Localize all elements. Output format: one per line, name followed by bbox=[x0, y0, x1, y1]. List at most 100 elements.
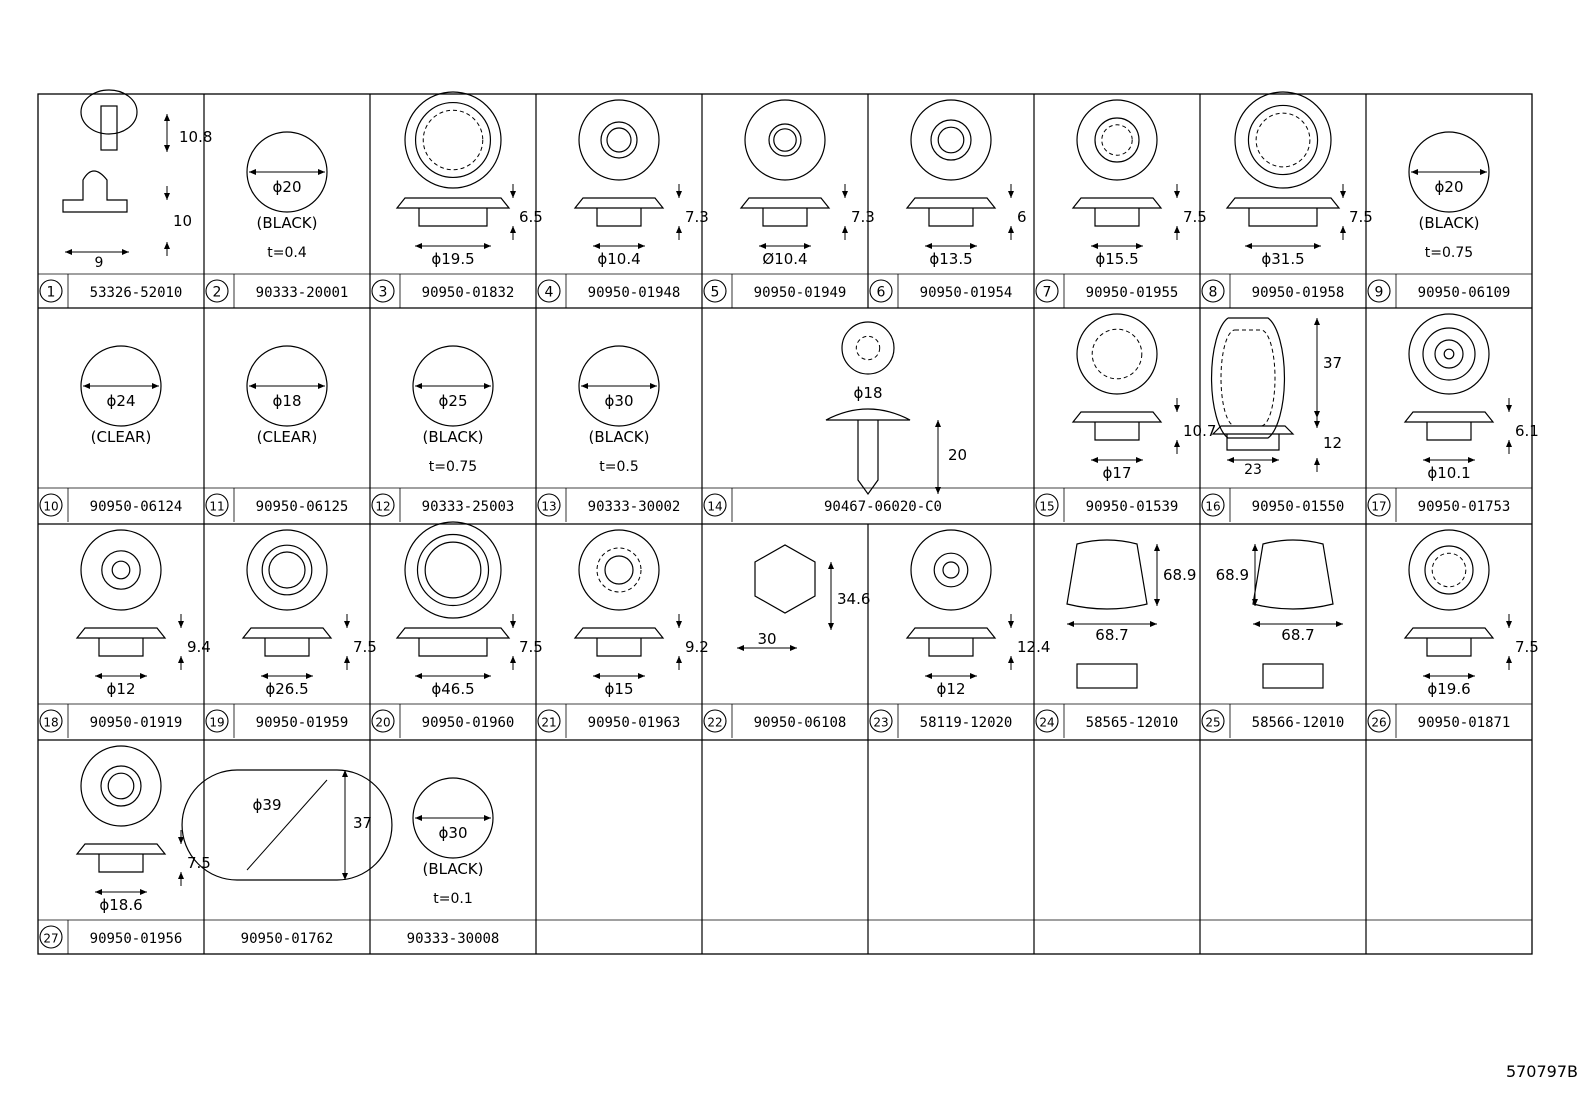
item-number-circle bbox=[205, 279, 229, 303]
item-number: 15 bbox=[1039, 500, 1054, 514]
color-label: (BLACK) bbox=[422, 428, 483, 446]
outline-path bbox=[510, 621, 516, 628]
outline-rect bbox=[1262, 663, 1324, 689]
dimension-label: ϕ31.5 bbox=[1261, 250, 1304, 268]
outline-path bbox=[928, 208, 974, 227]
part-number: 90950-01958 bbox=[1252, 285, 1345, 301]
item-number: 3 bbox=[379, 285, 388, 301]
outline-circle bbox=[933, 552, 969, 588]
outline-circle bbox=[424, 541, 482, 599]
outline-circle bbox=[1076, 313, 1158, 395]
dimension-label: 20 bbox=[948, 446, 967, 464]
item-number: 27 bbox=[43, 932, 58, 946]
outline-circle bbox=[80, 745, 162, 827]
outline-path bbox=[1252, 544, 1258, 606]
outline-path bbox=[1174, 191, 1180, 198]
dimension-label: 7.5 bbox=[1183, 208, 1207, 226]
outline-circle bbox=[422, 109, 484, 171]
item-number: 11 bbox=[209, 500, 224, 514]
part-number: 90950-06124 bbox=[90, 499, 183, 515]
dimension-label: ϕ13.5 bbox=[929, 250, 972, 268]
outline-path bbox=[905, 627, 997, 639]
outline-path bbox=[264, 638, 310, 657]
dimension-label: 10.8 bbox=[179, 128, 212, 146]
outline-path bbox=[573, 627, 665, 639]
outline-circle bbox=[604, 555, 634, 585]
item-number: 10 bbox=[43, 500, 58, 514]
outline-circle bbox=[80, 345, 162, 427]
dimension-label: 12.4 bbox=[1017, 638, 1050, 656]
outline-path bbox=[1314, 458, 1320, 465]
outline-path bbox=[75, 843, 167, 855]
thickness-label: t=0.1 bbox=[433, 891, 472, 907]
part-number: 90950-01753 bbox=[1418, 499, 1511, 515]
outline-circle bbox=[578, 529, 660, 611]
color-label: (BLACK) bbox=[588, 428, 649, 446]
part-number: 90950-01963 bbox=[588, 715, 681, 731]
outline-circle bbox=[261, 544, 313, 596]
item-number-circle bbox=[371, 279, 395, 303]
outline-circle bbox=[101, 550, 141, 590]
outline-path bbox=[395, 197, 511, 209]
outline-path bbox=[1066, 539, 1148, 610]
outline-path bbox=[762, 208, 808, 227]
outline-circle bbox=[841, 321, 895, 375]
dimension-label: 68.7 bbox=[1281, 626, 1314, 644]
outline-circle bbox=[937, 126, 965, 154]
item-number: 24 bbox=[1039, 716, 1054, 730]
outline-circle bbox=[1422, 327, 1476, 381]
dimension-label: 6 bbox=[1017, 208, 1027, 226]
item-number-circle bbox=[869, 279, 893, 303]
dimension-label: ϕ30 bbox=[439, 824, 468, 842]
outline-circle bbox=[578, 99, 660, 181]
part-number: 90333-30002 bbox=[588, 499, 681, 515]
outline-path bbox=[1071, 197, 1163, 209]
item-number-circle bbox=[537, 709, 561, 733]
outline-circle bbox=[268, 551, 306, 589]
dimension-label: 68.9 bbox=[1163, 566, 1196, 584]
outline-path bbox=[1226, 434, 1280, 451]
outline-path bbox=[1340, 226, 1346, 233]
outline-circle bbox=[1408, 131, 1490, 213]
thickness-label: t=0.75 bbox=[1425, 245, 1473, 261]
part-number: 90950-01955 bbox=[1086, 285, 1179, 301]
item-number: 2 bbox=[213, 285, 222, 301]
item-number-circle bbox=[869, 709, 893, 733]
outline-path bbox=[510, 656, 516, 663]
color-label: (BLACK) bbox=[422, 860, 483, 878]
item-number: 5 bbox=[711, 285, 720, 301]
part-number: 53326-52010 bbox=[90, 285, 183, 301]
dimension-label: ϕ46.5 bbox=[431, 680, 474, 698]
item-number-circle bbox=[1367, 709, 1391, 733]
outline-rect bbox=[1076, 663, 1138, 689]
outline-path bbox=[344, 621, 350, 628]
outline-circle bbox=[246, 529, 328, 611]
outline-path bbox=[241, 627, 333, 639]
outline-path bbox=[75, 627, 167, 639]
item-number: 21 bbox=[541, 716, 556, 730]
outline-circle bbox=[1094, 117, 1140, 163]
item-number-circle bbox=[1201, 279, 1225, 303]
outline-path bbox=[98, 638, 144, 657]
item-number-circle bbox=[1035, 493, 1059, 517]
part-number: 90333-20001 bbox=[256, 285, 349, 301]
part-number: 90333-30008 bbox=[407, 931, 500, 947]
parts-grid bbox=[37, 93, 1533, 955]
dimension-label: 7.3 bbox=[851, 208, 875, 226]
outline-path bbox=[1071, 411, 1163, 423]
outline-path bbox=[418, 638, 488, 657]
outline-circle bbox=[412, 345, 494, 427]
dimension-label: ϕ24 bbox=[107, 392, 136, 410]
outline-circle bbox=[1091, 328, 1143, 380]
outline-circle bbox=[578, 345, 660, 427]
